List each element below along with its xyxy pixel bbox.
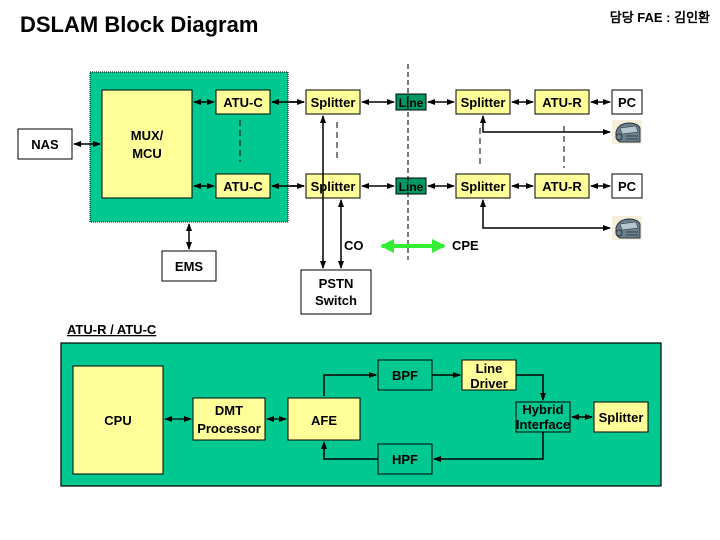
splitter-cpe-top-block: [455, 89, 511, 115]
mux-label-line1: MUX/: [131, 128, 164, 143]
ems-block: [161, 250, 217, 282]
bpf-block: [377, 359, 433, 391]
bpf-label: BPF: [392, 368, 418, 383]
splitter-co-top-label: Splitter: [311, 95, 356, 110]
nas-label: NAS: [31, 137, 59, 152]
cpu-label: CPU: [104, 413, 131, 428]
atu-c-bottom-block: [215, 173, 271, 199]
splitter-co-bottom-label: Splitter: [311, 179, 356, 194]
nas-block: [17, 128, 73, 160]
atu-c-top-label: ATU-C: [223, 95, 263, 110]
atu-r-top-block: [534, 89, 590, 115]
pstn-switch-block: [300, 269, 372, 315]
hybrid-label-line1: Hybrid: [522, 402, 563, 417]
mux-label-line2: MCU: [132, 146, 162, 161]
dmt-label-line2: Processor: [197, 421, 261, 436]
splitter-co-top-block: [305, 89, 361, 115]
afe-label: AFE: [311, 413, 337, 428]
co-label: CO: [344, 238, 364, 253]
splitter-detail-block: [593, 401, 649, 433]
mux-mcu-block: [101, 89, 193, 199]
afe-bpf-link: [323, 372, 377, 396]
line-top-label: Line: [399, 96, 424, 110]
hpf-label: HPF: [392, 452, 418, 467]
cpu-block: [72, 365, 164, 475]
splitter-co-bottom-block: [305, 173, 361, 199]
cpe-label: CPE: [452, 238, 479, 253]
pc-top-label: PC: [618, 95, 637, 110]
atu-detail-title: ATU-R / ATU-C: [67, 322, 157, 337]
pc-top-block: [611, 89, 643, 115]
atu-r-bottom-label: ATU-R: [542, 179, 582, 194]
hybrid-hpf-link: [433, 432, 544, 462]
page-title: DSLAM Block Diagram: [20, 12, 258, 37]
splitter-phone-top-link: [480, 115, 611, 135]
pstn-label-line1: PSTN: [319, 276, 354, 291]
hpf-afe-link: [321, 441, 378, 460]
atu-r-bottom-block: [534, 173, 590, 199]
line-driver-label-line1: Line: [476, 361, 503, 376]
line-driver-block: [461, 359, 517, 391]
dmt-processor-block: [192, 397, 266, 441]
hpf-block: [377, 443, 433, 475]
hybrid-interface-block: [515, 401, 571, 433]
line-bottom-block: [395, 177, 427, 195]
author-label: 담당 FAE : 김인환: [610, 10, 710, 25]
atu-c-bottom-label: ATU-C: [223, 179, 263, 194]
line-bottom-label: Line: [399, 180, 424, 194]
afe-block: [287, 397, 361, 441]
telephone-icon: [612, 216, 642, 240]
telephone-icon: [612, 120, 642, 144]
pc-bottom-label: PC: [618, 179, 637, 194]
dmt-label-line1: DMT: [215, 403, 243, 418]
atu-c-top-block: [215, 89, 271, 115]
line-driver-label-line2: Driver: [470, 376, 508, 391]
pstn-label-line2: Switch: [315, 293, 357, 308]
ems-label: EMS: [175, 259, 204, 274]
splitter-detail-label: Splitter: [599, 410, 644, 425]
splitter-cpe-bottom-label: Splitter: [461, 179, 506, 194]
splitter-cpe-top-label: Splitter: [461, 95, 506, 110]
splitter-cpe-bottom-block: [455, 173, 511, 199]
atu-r-top-label: ATU-R: [542, 95, 582, 110]
pc-bottom-block: [611, 173, 643, 199]
splitter-phone-bottom-link: [480, 199, 611, 231]
line-driver-hybrid-link: [516, 374, 546, 401]
hybrid-label-line2: Interface: [516, 417, 570, 432]
line-top-block: [395, 93, 427, 111]
